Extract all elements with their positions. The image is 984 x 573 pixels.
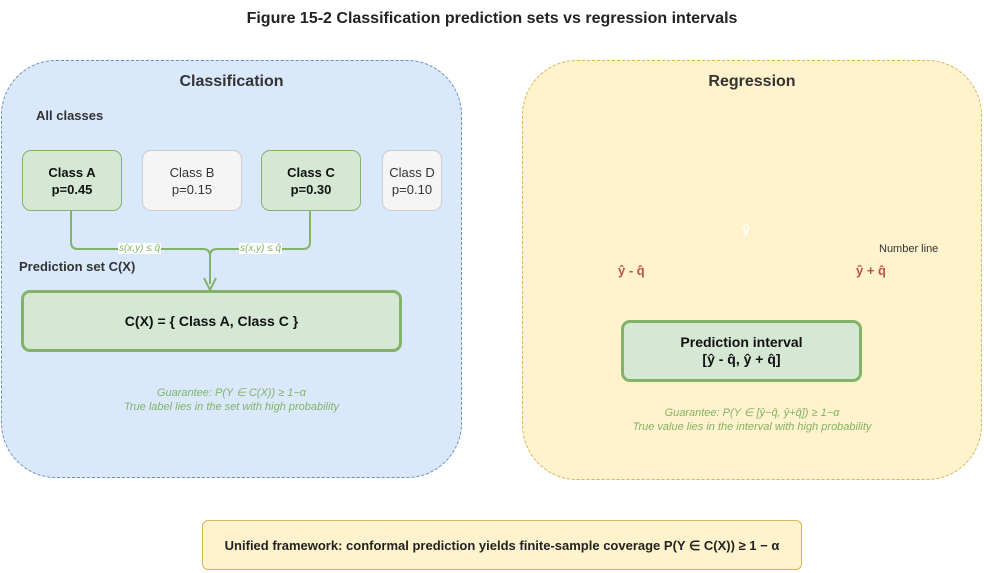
regression-panel xyxy=(522,60,982,480)
classification-title: Classification xyxy=(179,73,284,90)
edge-label-a: s(x,y) ≤ q̂ xyxy=(118,243,162,254)
all-classes-label: All classes xyxy=(36,108,104,123)
number-line-label: Number line xyxy=(879,243,939,255)
point-estimate-label: ŷ xyxy=(742,222,750,237)
upper-bound-label: ŷ + q̂ xyxy=(856,263,886,278)
edge-class-c xyxy=(209,211,311,257)
regression-title: Regression xyxy=(708,73,796,90)
figure-title: Figure 15-2 Classification prediction se… xyxy=(246,10,738,27)
prediction-set-label: Prediction set C(X) xyxy=(19,259,136,274)
lower-bound-label: ŷ - q̂ xyxy=(618,263,645,278)
edge-label-c: s(x,y) ≤ q̂ xyxy=(239,243,283,254)
footer-box: Unified framework: conformal prediction … xyxy=(202,520,802,570)
prediction-interval-box: Prediction interval[ŷ - q̂, ŷ + q̂] xyxy=(621,320,862,382)
prediction-set-box: C(X) = { Class A, Class C } xyxy=(21,290,402,352)
classification-panel xyxy=(1,60,462,478)
